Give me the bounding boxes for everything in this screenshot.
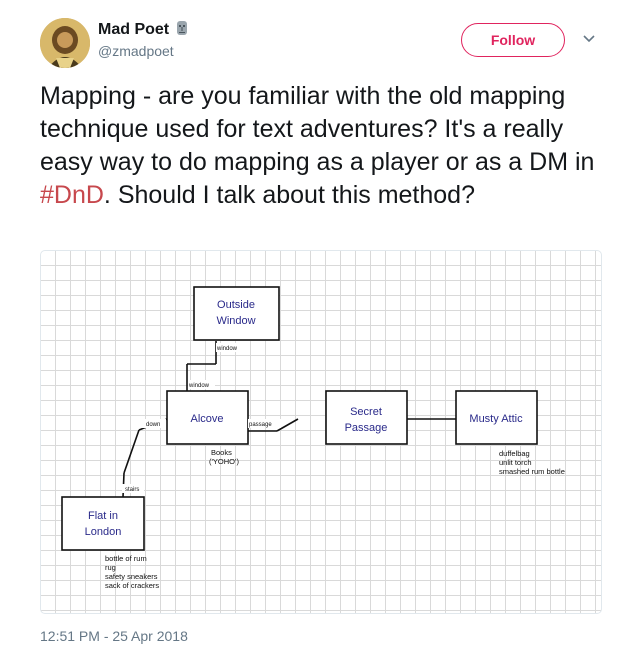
connector-passage-slope — [276, 418, 299, 432]
avatar[interactable] — [40, 18, 90, 68]
moai-emoji-icon — [177, 21, 188, 35]
exit-label-window-bottom: window — [188, 383, 210, 389]
room-label-musty-attic: Musty Attic — [469, 413, 523, 425]
attic-item-3: smashed rum bottle — [499, 467, 565, 476]
room-label-secret-passage-2: Passage — [345, 422, 388, 434]
flat-item-1: bottle of rum — [105, 554, 147, 563]
map-image[interactable]: Outside Window Alcove Secret Passage Mus… — [40, 250, 602, 614]
room-box-alcove — [166, 390, 249, 445]
tweet-text: Mapping - are you familiar with the old … — [40, 80, 610, 212]
author-name[interactable]: Mad Poet — [98, 20, 189, 39]
hashtag-link[interactable]: #DnD — [40, 181, 104, 209]
room-box-outside-window — [193, 286, 280, 341]
exit-label-stairs: stairs — [125, 487, 139, 493]
room-labels: Outside Window Alcove Secret Passage Mus… — [85, 299, 523, 538]
flat-item-3: safety sneakers — [105, 572, 158, 581]
alcove-item-1: Books — [211, 448, 232, 457]
tweet-timestamp[interactable]: 12:51 PM - 25 Apr 2018 — [40, 628, 188, 644]
exit-label-down: down — [146, 422, 160, 428]
tweet-text-body: Mapping - are you familiar with the old … — [40, 82, 595, 176]
room-box-secret-passage — [325, 390, 408, 445]
flat-item-2: rug — [105, 563, 116, 572]
room-label-secret-passage-1: Secret — [350, 406, 382, 418]
author-handle[interactable]: @zmadpoet — [98, 43, 174, 59]
attic-item-2: unlit torch — [499, 458, 532, 467]
exit-labels: window window down passage stairs — [125, 346, 272, 493]
room-label-alcove: Alcove — [190, 413, 223, 425]
author-name-text[interactable]: Mad Poet — [98, 21, 170, 38]
room-label-flat-in-london-1: Flat in — [88, 510, 118, 522]
room-box-flat-in-london — [61, 496, 145, 551]
flat-item-4: sack of crackers — [105, 581, 159, 590]
room-label-outside-window-2: Window — [216, 315, 255, 327]
label-backgrounds — [122, 343, 281, 493]
chevron-down-icon[interactable] — [580, 30, 598, 48]
map-diagram: Outside Window Alcove Secret Passage Mus… — [61, 286, 565, 590]
tweet-text-tail: . Should I talk about this method? — [103, 181, 475, 209]
item-lists: Books ('YOHO') duffelbag unlit torch sma… — [105, 448, 565, 590]
exit-label-passage: passage — [249, 422, 272, 428]
connector-down-slope — [123, 429, 140, 474]
room-label-flat-in-london-2: London — [85, 526, 122, 538]
room-boxes — [61, 286, 538, 551]
follow-button[interactable]: Follow — [461, 23, 565, 57]
room-label-outside-window-1: Outside — [217, 299, 255, 311]
attic-item-1: duffelbag — [499, 449, 530, 458]
exit-label-window-top: window — [216, 346, 238, 352]
avatar-image — [40, 18, 90, 68]
room-box-musty-attic — [455, 390, 538, 445]
alcove-item-2: ('YOHO') — [209, 457, 239, 466]
